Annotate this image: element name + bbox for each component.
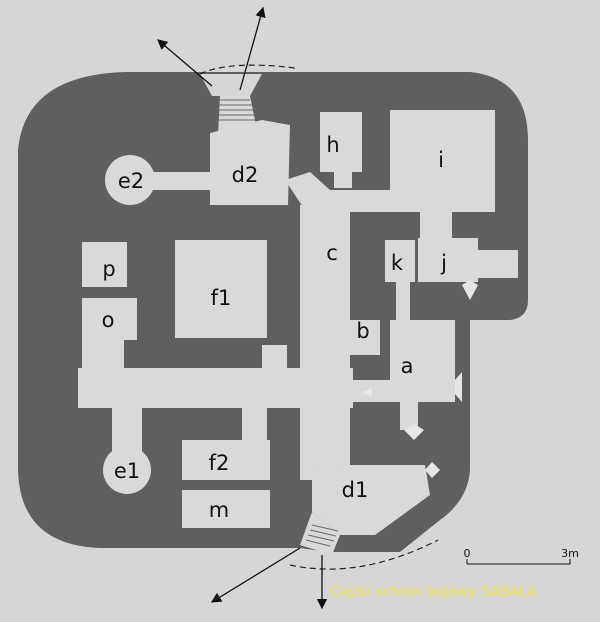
label-a: a (401, 354, 414, 378)
label-f2: f2 (209, 451, 230, 475)
caption: Ciężki schron bojowy SABAŁA (330, 584, 537, 600)
label-d1: d1 (342, 478, 369, 502)
room-b (345, 320, 380, 355)
stair-bottom (300, 512, 340, 555)
room-i (390, 110, 495, 212)
room-a-passage (400, 400, 418, 430)
corridor-top (285, 172, 395, 212)
room-i-link (420, 210, 452, 240)
room-h (320, 112, 362, 172)
f1-link (262, 345, 287, 370)
label-d2: d2 (232, 163, 259, 187)
bottom-dashed-line (289, 539, 439, 570)
label-j: j (440, 251, 447, 275)
room-o (82, 298, 137, 340)
label-e1: e1 (114, 459, 140, 483)
o-link (82, 340, 124, 370)
room-j-exit (478, 250, 518, 278)
scale-bar: 0 3m (464, 547, 579, 565)
firing-direction-arrows (157, 6, 328, 610)
k-passage (396, 282, 410, 322)
room-a (390, 320, 455, 402)
room-e1 (103, 446, 151, 494)
top-entrance-notch (200, 74, 262, 96)
f2-link (242, 405, 267, 445)
room-e2 (105, 155, 155, 205)
label-c: c (326, 241, 338, 265)
label-p: p (102, 257, 115, 281)
label-o: o (102, 308, 115, 332)
room-h-door (334, 170, 352, 188)
room-f1 (175, 240, 267, 338)
label-f1: f1 (211, 286, 232, 310)
room-p (82, 242, 127, 287)
stair-steps (216, 99, 339, 547)
room-j (418, 238, 478, 282)
label-b: b (356, 319, 369, 343)
label-h: h (326, 133, 339, 157)
label-m: m (209, 498, 229, 522)
room-d2 (210, 120, 290, 205)
gun-ports (362, 280, 478, 478)
scale-end-label: 3m (561, 547, 579, 560)
bottom-entrance-notch (292, 552, 340, 560)
scale-start-label: 0 (464, 547, 471, 560)
room-f2 (182, 440, 270, 480)
top-dashed-line (199, 64, 296, 75)
room-c (300, 205, 350, 480)
room-labels: h i d2 e2 c k j p f1 o b a f2 e1 d1 m (102, 133, 447, 522)
room-d1 (312, 465, 430, 535)
rooms (78, 96, 518, 555)
main-corridor (78, 368, 353, 408)
room-m (182, 490, 270, 528)
label-i: i (438, 148, 444, 172)
label-e2: e2 (118, 169, 144, 193)
corridor-e2 (150, 172, 212, 190)
room-k (385, 240, 415, 282)
label-k: k (391, 251, 404, 275)
